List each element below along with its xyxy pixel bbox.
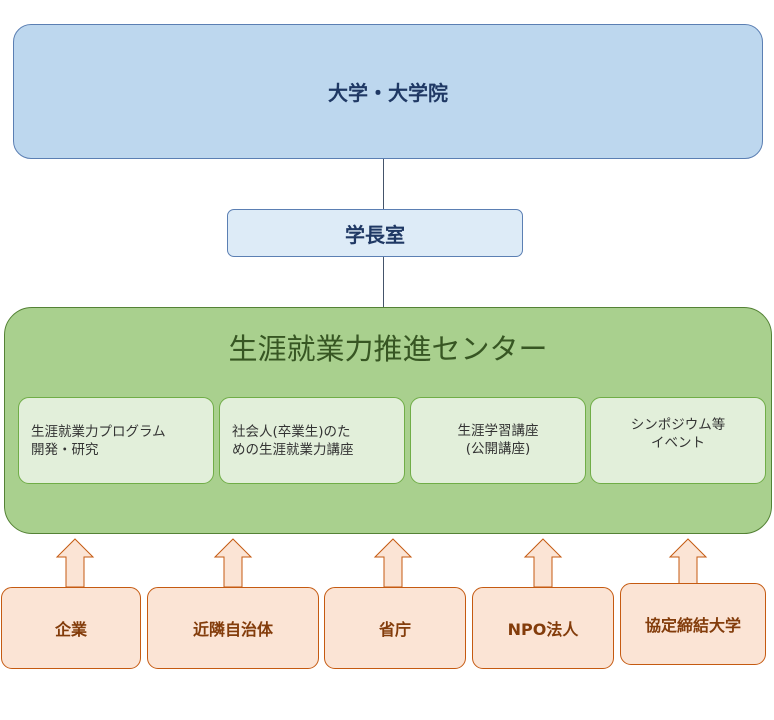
university-box: 大学・大学院 [13,24,763,159]
up-arrow-icon [55,538,95,588]
program-line: めの生涯就業力講座 [232,441,354,458]
up-arrow-icon [523,538,563,588]
partner-label: 協定締結大学 [644,616,741,635]
program-box-alumni-course: 社会人(卒業生)のた めの生涯就業力講座 [219,397,405,484]
program-line: 開発・研究 [31,441,99,458]
career-center-title: 生涯就業力推進センター [228,332,548,366]
program-line: 生涯就業力プログラム [31,423,166,440]
partner-label: 企業 [54,620,87,639]
program-line: 生涯学習講座 [457,423,539,439]
program-line: (公開講座) [465,441,531,457]
up-arrow-icon [213,538,253,588]
partner-label: 省庁 [378,620,411,639]
partner-companies: 企業 [1,587,141,669]
program-line: イベント [651,435,705,451]
presidents-office-label: 学長室 [345,222,405,247]
partner-local-governments: 近隣自治体 [147,587,319,669]
up-arrow-icon [373,538,413,588]
career-center-box: 生涯就業力推進センター 生涯就業力プログラム 開発・研究 社会人(卒業生)のた … [4,307,772,534]
up-arrow-icon [668,538,708,588]
partner-npos: NPO法人 [472,587,614,669]
program-box-symposium: シンポジウム等 イベント [590,397,766,484]
program-box-research: 生涯就業力プログラム 開発・研究 [18,397,214,484]
partner-ministries: 省庁 [324,587,466,669]
university-label: 大学・大学院 [328,81,448,105]
connector-line-top [383,159,384,209]
program-line: 社会人(卒業生)のた [232,423,351,440]
connector-line-bottom [383,257,384,307]
program-box-public-lectures: 生涯学習講座 (公開講座) [410,397,586,484]
partner-label: 近隣自治体 [192,620,273,639]
presidents-office-box: 学長室 [227,209,523,257]
program-line: シンポジウム等 [630,417,726,433]
partner-partner-universities: 協定締結大学 [620,583,766,665]
partner-label: NPO法人 [507,620,579,639]
